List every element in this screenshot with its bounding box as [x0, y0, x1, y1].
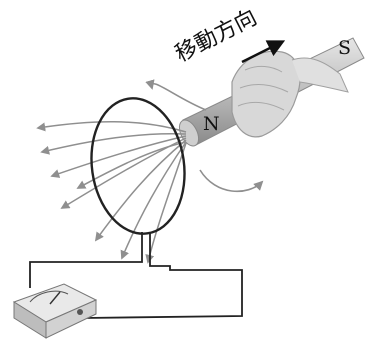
south-pole-label: S [338, 37, 351, 59]
circulating-arrow-bottom [199, 169, 264, 193]
movement-direction-arrow [241, 40, 286, 64]
circulating-arrow-top [145, 79, 207, 111]
circuit-wires [29, 232, 243, 319]
north-pole-label: N [203, 113, 220, 135]
hand [231, 50, 349, 138]
galvanometer [12, 283, 98, 339]
magnetic-field-lines [36, 120, 187, 264]
galvanometer-needle [49, 291, 61, 305]
wire-coil [90, 97, 186, 235]
terminal [77, 309, 83, 315]
